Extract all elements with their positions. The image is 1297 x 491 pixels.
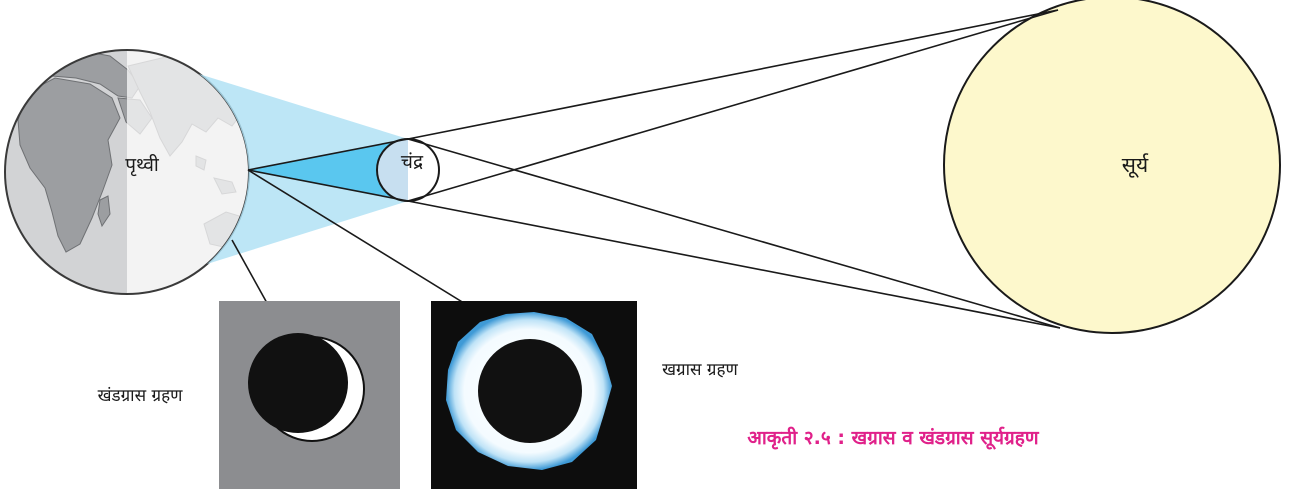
earth-label: पृथ्वी bbox=[125, 153, 160, 177]
partial-moon-disc bbox=[248, 333, 348, 433]
total-eclipse-label: खग्रास ग्रहण bbox=[662, 360, 738, 380]
partial-eclipse-label: खंडग्रास ग्रहण bbox=[98, 386, 184, 406]
figure-caption: आकृती २.५ : खग्रास व खंडग्रास सूर्यग्रहण bbox=[747, 426, 1039, 450]
moon-label: चंद्र bbox=[401, 151, 424, 173]
sun bbox=[944, 0, 1280, 333]
sun-label: सूर्य bbox=[1122, 153, 1149, 178]
partial-eclipse-inset bbox=[219, 301, 400, 489]
total-eclipse-inset bbox=[431, 301, 637, 489]
total-moon-disc bbox=[478, 339, 582, 443]
